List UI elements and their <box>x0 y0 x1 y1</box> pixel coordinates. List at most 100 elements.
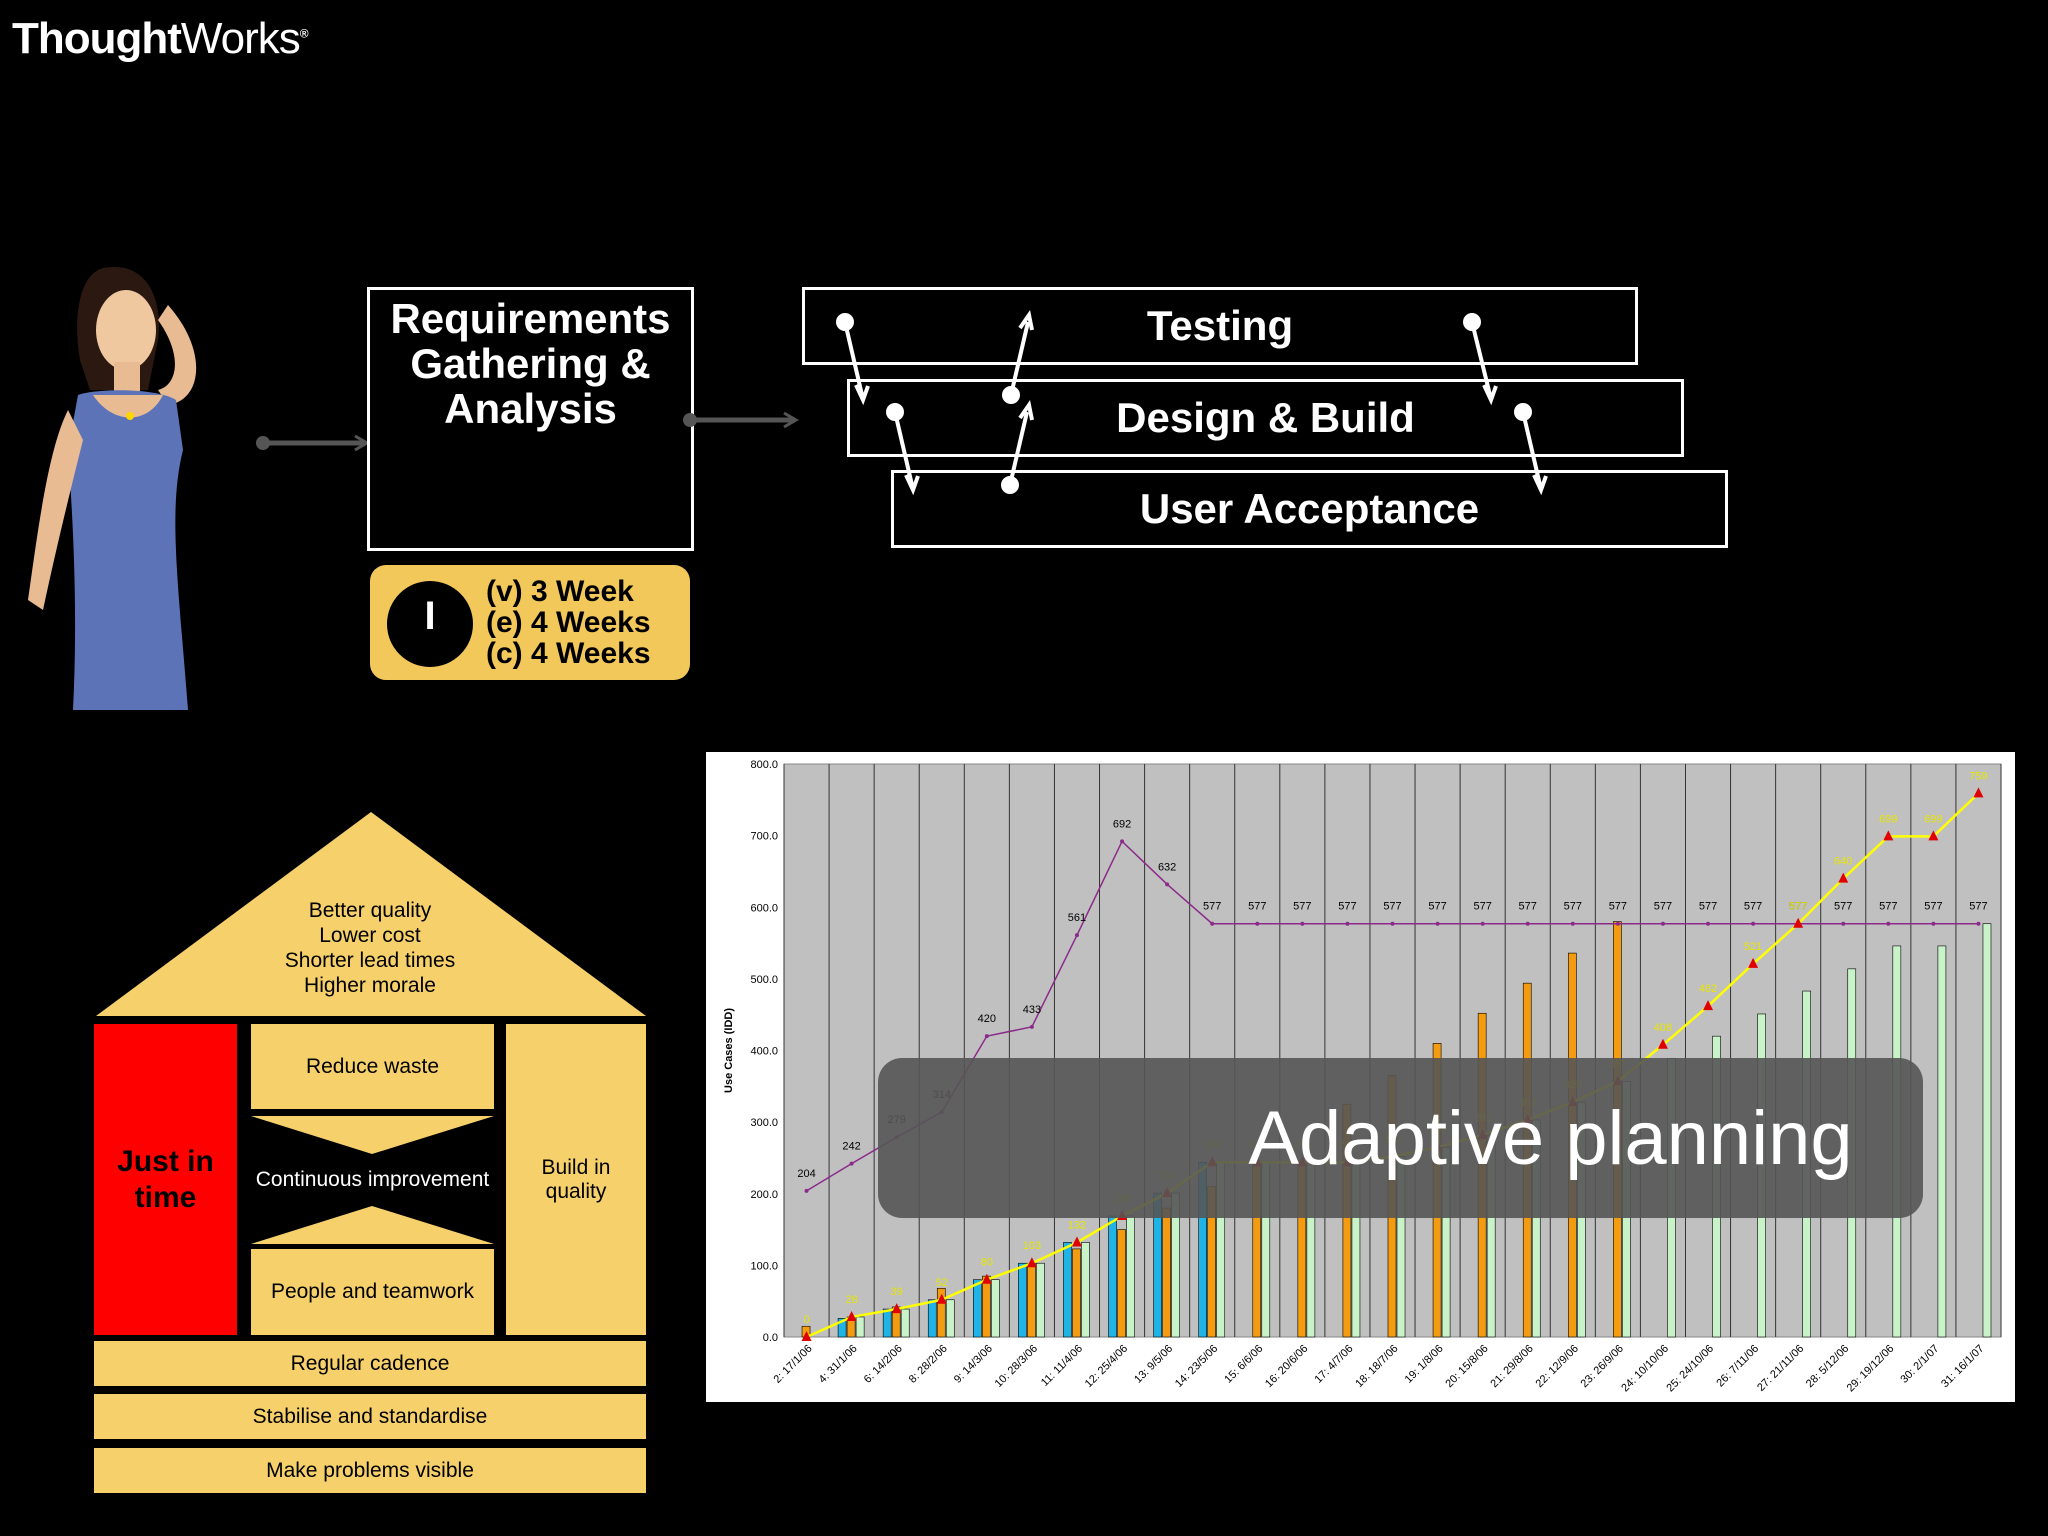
reduce-waste-block: Reduce waste <box>251 1024 494 1109</box>
data-label: 692 <box>1113 818 1131 830</box>
roof-item: Higher morale <box>304 974 436 997</box>
data-point <box>846 1310 857 1321</box>
bar <box>936 1287 946 1338</box>
y-tick-label: 100.0 <box>750 1260 778 1272</box>
testing-label: Testing <box>1146 302 1294 349</box>
house-roof <box>96 812 646 1016</box>
y-axis-label: Use Cases (IDD) <box>723 1008 735 1093</box>
x-tick-label: 26: 7/11/06 <box>1714 1343 1761 1390</box>
data-label: 52 <box>936 1277 948 1289</box>
x-tick-label: 13: 9/5/06 <box>1132 1343 1175 1386</box>
data-point <box>1748 957 1759 968</box>
bar <box>1117 1229 1126 1338</box>
data-label: 80 <box>981 1257 993 1269</box>
bar <box>837 1318 847 1338</box>
data-point <box>1210 921 1215 926</box>
testing-box: Testing <box>802 287 1638 365</box>
data-label: 132 <box>1068 1219 1086 1231</box>
data-point <box>1345 921 1350 926</box>
x-tick-label: 2: 17/1/06 <box>772 1343 815 1386</box>
data-point <box>936 1293 947 1304</box>
roof-item: Shorter lead times <box>284 949 456 972</box>
data-label: 433 <box>1023 1004 1041 1016</box>
data-point <box>1973 787 1984 798</box>
x-tick-label: 23: 26/9/06 <box>1579 1343 1626 1390</box>
x-tick-label: 27: 21/11/06 <box>1755 1343 1806 1394</box>
data-point <box>1931 921 1936 926</box>
x-tick-label: 19: 1/8/06 <box>1403 1343 1446 1386</box>
bar <box>982 1275 991 1338</box>
data-point <box>1657 1038 1668 1049</box>
bar <box>927 1299 937 1338</box>
data-label: 577 <box>1338 901 1356 913</box>
data-point <box>1886 921 1891 926</box>
user-acceptance-label: User Acceptance <box>1139 485 1480 532</box>
x-tick-label: 9: 14/3/06 <box>952 1343 995 1386</box>
data-label: 577 <box>1789 901 1807 913</box>
data-point <box>1976 921 1981 926</box>
data-point <box>1838 872 1849 883</box>
requirements-label: Requirements Gathering & Analysis <box>390 295 671 432</box>
data-point <box>1120 839 1125 844</box>
data-point <box>984 1034 989 1039</box>
x-tick-label: 29: 19/12/06 <box>1845 1343 1897 1395</box>
clock-icon: I <box>387 581 473 667</box>
x-tick-label: 15: 6/6/06 <box>1222 1343 1265 1386</box>
data-label: 577 <box>1654 901 1672 913</box>
design-build-box: Design & Build <box>847 379 1684 457</box>
x-tick-label: 18: 18/7/06 <box>1353 1343 1400 1390</box>
data-point <box>801 1331 812 1341</box>
data-label: 577 <box>1248 901 1266 913</box>
x-tick-label: 10: 28/3/06 <box>993 1343 1040 1390</box>
data-point <box>1928 830 1939 841</box>
bar <box>1018 1262 1027 1338</box>
duration-item: (c) 4 Weeks <box>486 637 651 670</box>
logo-mark: ® <box>299 26 309 41</box>
data-label: 408 <box>1654 1022 1672 1034</box>
data-label: 759 <box>1969 770 1987 782</box>
data-point <box>1026 1257 1037 1268</box>
x-tick-label: 17: 4/7/06 <box>1312 1343 1355 1386</box>
bar <box>1108 1215 1117 1338</box>
y-tick-label: 400.0 <box>750 1046 778 1058</box>
x-tick-label: 6: 14/2/06 <box>862 1343 905 1386</box>
x-tick-label: 4: 31/1/06 <box>817 1343 860 1386</box>
bar <box>855 1316 865 1338</box>
continuous-improvement-label: Continuous improvement <box>255 1168 490 1191</box>
data-label: 577 <box>1699 901 1717 913</box>
data-label: 462 <box>1699 983 1717 995</box>
data-point <box>981 1273 992 1284</box>
data-label: 561 <box>1068 912 1086 924</box>
bar <box>1982 923 1992 1338</box>
data-point <box>1751 921 1756 926</box>
right-pillar-label: Build in quality <box>541 1155 611 1203</box>
people-teamwork-block: People and teamwork <box>251 1249 494 1335</box>
roof-item: Lower cost <box>319 924 421 947</box>
x-tick-label: 28: 5/12/06 <box>1804 1343 1851 1390</box>
data-point <box>1615 921 1620 926</box>
chart-svg: 0.0100.0200.0300.0400.0500.0600.0700.080… <box>723 759 2002 1395</box>
data-point <box>1165 882 1170 887</box>
data-label: 577 <box>1789 901 1807 913</box>
data-point <box>804 1188 809 1193</box>
foundation-make-problems-visible: Make problems visible <box>94 1448 646 1493</box>
x-tick-label: 22: 12/9/06 <box>1533 1343 1580 1390</box>
data-label: 0 <box>803 1314 809 1326</box>
data-point <box>1300 921 1305 926</box>
data-label: 640 <box>1834 856 1852 868</box>
data-label: 103 <box>1023 1240 1041 1252</box>
foundation-label: Stabilise and standardise <box>252 1404 488 1428</box>
thoughtworks-logo: ThoughtWorks® <box>12 14 309 64</box>
data-point <box>1255 921 1260 926</box>
data-point <box>849 1161 854 1166</box>
duration-item: (e) 4 Weeks <box>486 606 651 639</box>
bar <box>945 1299 955 1338</box>
data-label: 577 <box>1834 901 1852 913</box>
bar <box>1063 1242 1072 1338</box>
data-label: 39 <box>891 1286 903 1298</box>
bar <box>1081 1242 1090 1338</box>
x-tick-label: 31: 16/1/07 <box>1939 1343 1986 1390</box>
x-tick-label: 21: 29/8/06 <box>1488 1343 1535 1390</box>
data-label: 699 <box>1924 813 1942 825</box>
bar <box>1162 1207 1171 1338</box>
